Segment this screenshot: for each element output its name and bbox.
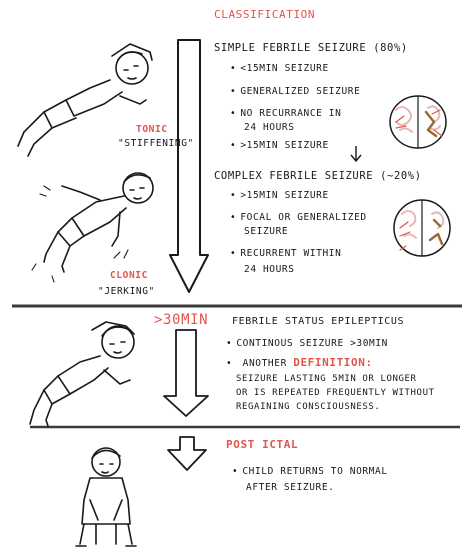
complex-item-1: >15min seizure: [230, 190, 329, 202]
complex-heading: Complex Febrile Seizure (~20%): [214, 170, 422, 182]
post-ictal-figure-icon: [75, 447, 137, 547]
clonic-figure-icon: [31, 172, 154, 283]
status-definition-line-1: Seizure lasting 5min or longer: [236, 374, 417, 384]
post-ictal-title: Post ictal: [226, 438, 299, 451]
status-definition-line-2: or is repeated frequently without: [236, 388, 435, 398]
post-ictal-line-2: after seizure.: [246, 482, 335, 493]
status-time: >30min: [154, 312, 209, 328]
simple-item-3: No recurrance in: [230, 108, 341, 120]
status-item-2: Another Definition:: [226, 356, 373, 370]
simple-heading: Simple Febrile Seizure (80%): [214, 42, 408, 54]
post-ictal-arrow: [167, 436, 207, 471]
clonic-description: "Jerking": [98, 286, 155, 297]
clonic-label: Clonic: [110, 270, 148, 281]
complex-item-3-cont: 24 hours: [244, 264, 295, 275]
tonic-label: Tonic: [136, 124, 168, 135]
classification-arrow: [169, 39, 209, 293]
small-down-arrow: [350, 146, 362, 163]
status-definition-line-3: regaining consciousness.: [236, 402, 381, 412]
tonic-description: "Stiffening": [118, 138, 194, 149]
status-figure-icon: [29, 321, 135, 427]
status-arrow: [163, 329, 209, 417]
simple-item-4: >15min seizure: [230, 140, 329, 152]
complex-item-2-cont: seizure: [244, 226, 289, 237]
status-item-2-prefix: Another: [242, 358, 287, 369]
status-heading: Febrile status epilepticus: [232, 316, 405, 327]
status-item-1: Continous seizure >30min: [226, 338, 388, 350]
status-definition-key: Definition:: [293, 356, 373, 369]
post-ictal-line-1: Child returns to normal: [232, 466, 388, 478]
complex-item-2: Focal or generalized: [230, 212, 367, 224]
simple-item-2: Generalized seizure: [230, 86, 360, 98]
simple-item-3-cont: 24 hours: [244, 122, 295, 133]
brain-icon: [393, 199, 451, 257]
simple-item-1: <15min seizure: [230, 63, 329, 75]
classification-title: Classification: [214, 8, 316, 21]
complex-item-3: Recurrent within: [230, 248, 341, 260]
brain-icon: [389, 95, 447, 149]
tonic-figure-icon: [17, 43, 153, 157]
